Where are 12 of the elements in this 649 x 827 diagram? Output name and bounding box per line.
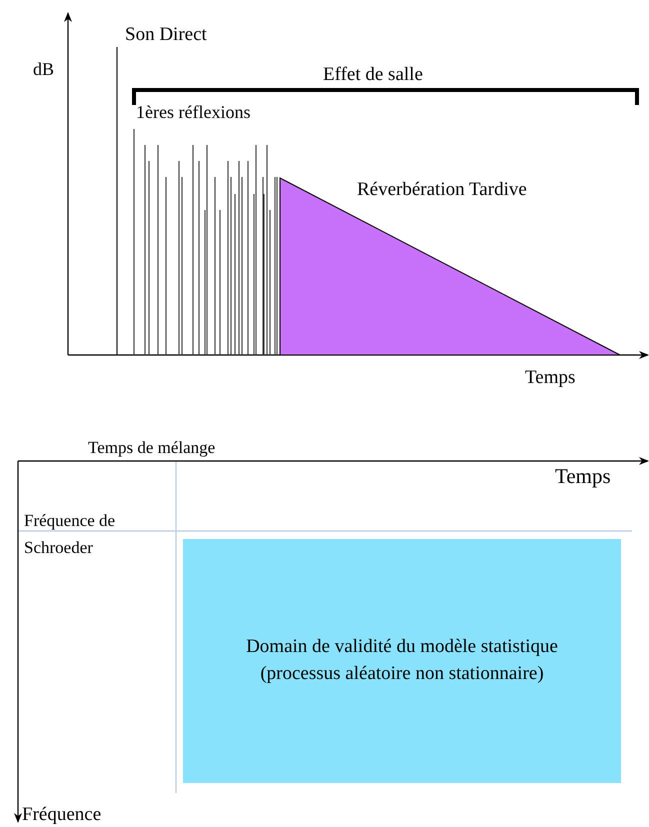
axis-label: 1ères réflexions (136, 102, 250, 123)
axis-label: Son Direct (125, 24, 207, 46)
validity-domain-box (183, 539, 621, 783)
domain-description: Domain de validité du modèle statistique (processus aléatoire non stationnaire) (245, 635, 559, 686)
axis-label: Fréquence (22, 804, 102, 826)
axis-label: Temps de mélange (88, 438, 216, 458)
axis-label: Temps (525, 367, 576, 389)
axis-label: Temps (555, 464, 611, 488)
axis-label: Effet de salle (323, 64, 423, 86)
axis-label: dB (33, 59, 54, 80)
axis-label: Réverbération Tardive (357, 179, 527, 201)
axis-label: Fréquence de Schroeder (24, 510, 116, 560)
